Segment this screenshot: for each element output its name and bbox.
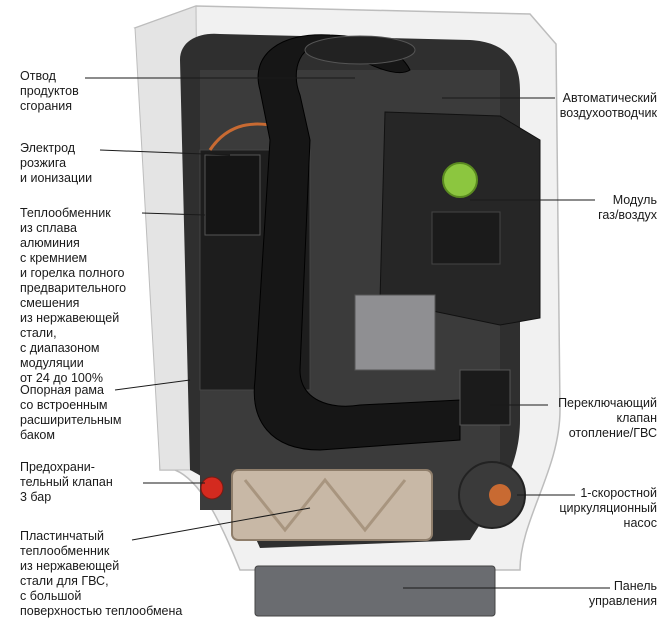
label-frame: Опорная рама со встроенным расширительны…: [20, 383, 122, 442]
label-exhaust: Отвод продуктов сгорания: [20, 69, 79, 113]
gas-valve: [354, 294, 436, 371]
label-control-panel: Панель управления: [588, 579, 657, 608]
leader-plate-exchanger: [131, 507, 311, 541]
label-plate-exchanger: Пластинчатый теплообменник из нержавеюще…: [20, 529, 183, 618]
label-heat-exchanger: Теплообменник из сплава алюминия с кремн…: [20, 206, 127, 385]
leader-frame: [114, 379, 191, 391]
label-electrode: Электрод розжига и ионизации: [20, 141, 93, 185]
leader-heat-exchanger: [141, 212, 206, 216]
exhaust-outlet: [304, 35, 416, 65]
electrode-housing: [204, 154, 261, 236]
label-air-vent: Автоматический воздухоотводчик: [559, 91, 657, 120]
diverter-valve: [459, 369, 511, 426]
label-diverter-valve: Переключающий клапан отопление/ГВС: [558, 396, 657, 440]
green-dial: [442, 162, 478, 198]
pump-rotor: [489, 484, 511, 506]
plate-pattern: [243, 477, 407, 533]
plate-heat-exchanger: [231, 469, 433, 541]
exhaust-pipe: [253, 34, 461, 451]
control-panel: [254, 565, 496, 617]
label-safety-valve: Предохрани- тельный клапан 3 бар: [20, 460, 113, 504]
leader-electrode: [99, 149, 231, 156]
safety-valve: [200, 476, 224, 500]
label-gas-air-module: Модуль газ/воздух: [598, 193, 657, 222]
label-pump: 1-скоростной циркуляционный насос: [559, 486, 657, 530]
module-vent-grille: [431, 211, 501, 265]
